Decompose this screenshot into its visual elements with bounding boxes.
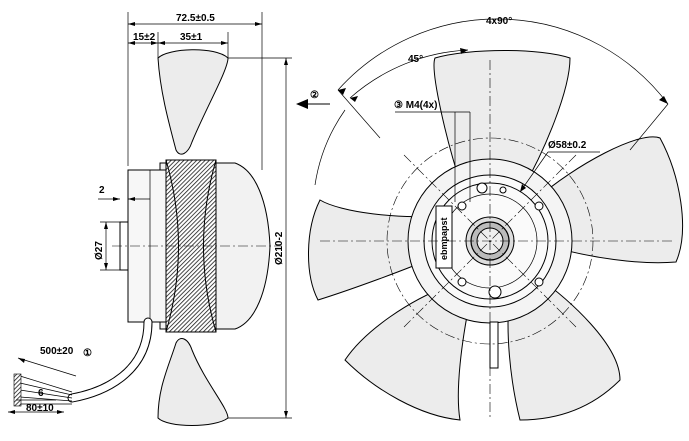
dim-bolt-circle: Ø58±0.2 [548,140,587,151]
dim-strip-length: 6 [38,388,44,399]
cable-wires [13,373,73,407]
front-blade-bottom-left [344,284,471,421]
dim-fan-diameter: Ø210-2 [274,231,285,265]
side-blade-top [157,49,229,155]
front-blade-bottom-right [507,274,621,421]
front-view: ebmpapst 4x90° 4 [296,16,684,421]
direction-callout: ② [310,90,319,101]
front-label-text: ebmpapst [439,217,449,260]
side-blade-bottom [157,338,229,426]
dim-overall-length: 72.5±0.5 [176,13,215,24]
dim-35: 35±1 [180,32,203,43]
cable-callout: ① [83,348,92,359]
dim-angle-total: 4x90° [486,16,512,27]
dim-2: 2 [99,185,105,196]
front-label-plate [435,205,453,269]
front-bolt-holes [457,182,544,299]
thread-callout: ③ M4(4x) [394,100,437,111]
dim-15: 15±2 [133,32,156,43]
side-view: 72.5±0.5 15±2 35±1 2 Ø27 Ø210-2 [8,12,292,426]
dim-sheath-strip: 80±10 [26,403,54,414]
dim-cable-length: 500±20 [40,346,74,357]
front-blade-top [433,50,571,191]
dim-angle-blade: 45° [408,54,423,65]
dim-shaft-diameter: Ø27 [94,241,105,260]
front-cable-exit [489,321,499,369]
